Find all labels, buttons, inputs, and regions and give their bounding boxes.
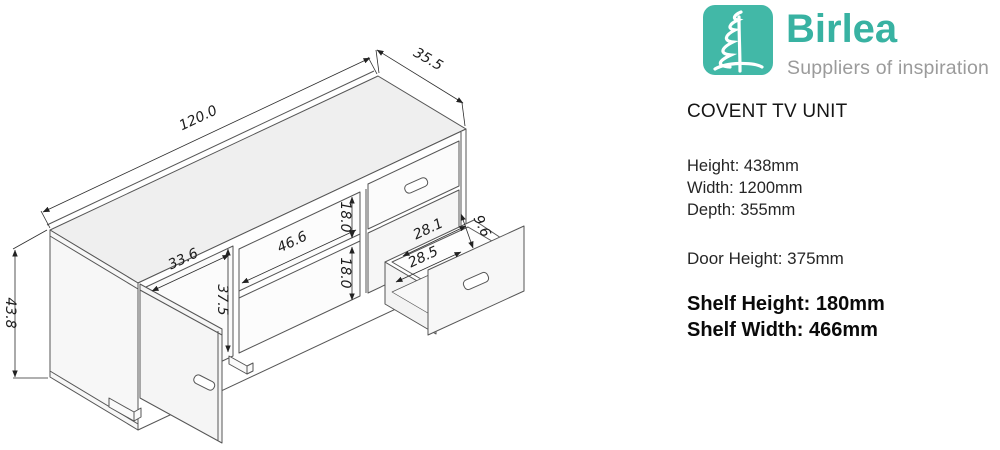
birlea-logo <box>703 5 773 75</box>
brand-tagline: Suppliers of inspiration <box>787 57 990 79</box>
pulled-drawer-handle <box>462 271 490 291</box>
dim-label-shelf-height-lower: 18.0 <box>337 257 353 288</box>
dim-label-height: 43.8 <box>2 297 18 328</box>
spec-width: Width: 1200mm <box>687 179 803 197</box>
product-title: COVENT TV UNIT <box>687 101 848 122</box>
dim-label-door-height: 37.5 <box>214 284 230 315</box>
spec-height: Height: 438mm <box>687 157 799 175</box>
top-drawer-handle <box>404 177 429 194</box>
door-handle <box>193 374 216 391</box>
spec-depth: Depth: 355mm <box>687 201 796 219</box>
dim-label-depth: 35.5 <box>411 45 446 74</box>
pine-tree-icon <box>713 10 764 73</box>
brand-name: Birlea <box>786 7 898 51</box>
spec-shelf-height: Shelf Height: 180mm <box>687 293 885 315</box>
cabinet-feet <box>108 355 254 422</box>
spec-shelf-width: Shelf Width: 466mm <box>687 319 878 341</box>
dimension-lines <box>12 49 474 379</box>
tv-unit-drawing: 120.0 35.5 43.8 33.6 37.5 46.6 18.0 18.0… <box>2 45 525 444</box>
dim-label-width: 120.0 <box>177 103 220 134</box>
spec-door-height: Door Height: 375mm <box>687 249 844 268</box>
dim-label-shelf-height-upper: 18.0 <box>337 201 353 232</box>
